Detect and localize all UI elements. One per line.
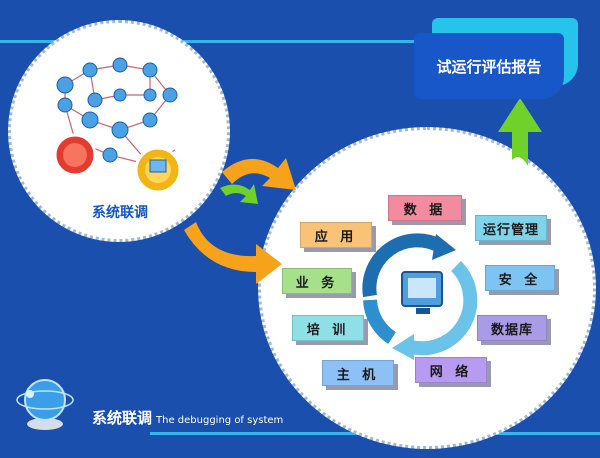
globe-icon xyxy=(24,379,66,421)
module-database: 数据库 xyxy=(477,315,547,341)
trial-run-report-box: 试运行评估报告 xyxy=(414,33,564,99)
footer-title-en: The debugging of system xyxy=(156,415,284,426)
network-node-icons xyxy=(56,57,178,163)
module-host: 主 机 xyxy=(322,360,394,386)
module-network: 网 络 xyxy=(415,357,487,383)
module-business: 业 务 xyxy=(282,268,352,294)
footer-title-cn: 系统联调 xyxy=(92,409,153,427)
orange-arrow-lower-icon xyxy=(184,222,282,284)
system-debug-label: 系统联调 xyxy=(92,205,148,221)
green-arrow-up-icon xyxy=(498,98,542,166)
globe-stand-icon xyxy=(27,418,63,430)
module-application: 应 用 xyxy=(300,222,372,248)
top-accent-line xyxy=(0,40,420,43)
cycle-arrow-icon xyxy=(362,233,444,298)
monitor-icon xyxy=(149,159,167,173)
module-security: 安 全 xyxy=(485,265,555,291)
module-ops: 运行管理 xyxy=(475,215,547,241)
module-training: 培 训 xyxy=(292,315,364,341)
green-arrow-small-icon xyxy=(220,184,258,204)
orange-arrow-upper-icon xyxy=(222,158,296,190)
module-data: 数 据 xyxy=(388,195,462,221)
